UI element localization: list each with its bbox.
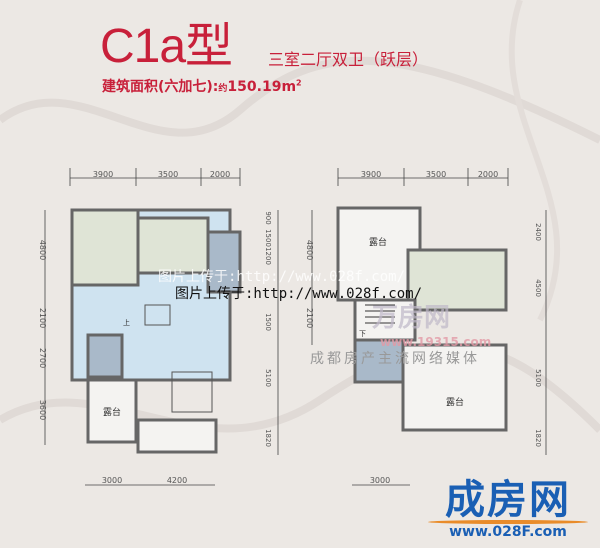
dim-bottom-1: 3000 bbox=[370, 476, 390, 485]
dim-top-1: 3900 bbox=[93, 170, 113, 179]
dim-top-3: 2000 bbox=[478, 170, 498, 179]
dim-right-2: 4500 bbox=[534, 279, 542, 297]
dim-right-3: 1200 bbox=[264, 247, 272, 265]
logo-url: www.028F.com bbox=[449, 524, 567, 540]
dim-bottom-1: 3000 bbox=[102, 476, 122, 485]
watermark-upload-shadow: 图片上传于:http://www.028f.com/ bbox=[158, 269, 406, 285]
bathroom bbox=[86, 333, 124, 379]
stair-down-label: 下 bbox=[359, 330, 366, 338]
area-value: 150.19m bbox=[227, 79, 297, 95]
logo-arc bbox=[428, 520, 588, 524]
terrace-label: 露台 bbox=[103, 406, 121, 418]
area-unit: 2 bbox=[296, 78, 302, 88]
dim-top-3: 2000 bbox=[210, 170, 230, 179]
building-area: 建筑面积(六加七):约150.19m2 bbox=[102, 76, 302, 96]
dim-left-2: 2100 bbox=[38, 308, 47, 328]
dim-right-4: 1820 bbox=[534, 429, 542, 447]
dining-table bbox=[144, 304, 171, 326]
dim-right-4: 1500 bbox=[264, 313, 272, 331]
dim-right-1: 900 bbox=[264, 211, 272, 224]
model-title: C1a型 bbox=[100, 20, 233, 73]
site-logo: 成房网 www.028F.com bbox=[418, 478, 598, 544]
dim-right-2: 1500 bbox=[264, 229, 272, 247]
watermark-brand: 万房网 bbox=[372, 303, 451, 333]
dim-left-2: 2100 bbox=[305, 308, 314, 328]
area-label: 建筑面积(六加七): bbox=[102, 79, 219, 95]
dim-left-1: 4800 bbox=[38, 240, 47, 260]
terrace bbox=[86, 378, 138, 444]
dim-top-2: 3500 bbox=[158, 170, 178, 179]
dim-left-3: 2700 bbox=[38, 348, 47, 368]
bedroom-2 bbox=[136, 216, 210, 275]
kitchen bbox=[206, 230, 242, 294]
dim-right-3: 5100 bbox=[534, 369, 542, 387]
layout-description: 三室二厅双卫（跃层） bbox=[268, 50, 429, 69]
dim-right-6: 1820 bbox=[264, 429, 272, 447]
dim-bottom-2: 4200 bbox=[167, 476, 187, 485]
stair-up-label: 上 bbox=[123, 318, 130, 327]
watermark-url: www.19315.com bbox=[380, 335, 492, 349]
dim-top-1: 3900 bbox=[361, 170, 381, 179]
balcony bbox=[136, 418, 218, 454]
dim-left-1: 4800 bbox=[305, 240, 314, 260]
area-approx: 约 bbox=[218, 84, 228, 94]
dim-top-2: 3500 bbox=[426, 170, 446, 179]
terrace-bottom bbox=[401, 343, 508, 432]
terrace-bottom-label: 露台 bbox=[446, 396, 464, 408]
dim-right-5: 5100 bbox=[264, 369, 272, 387]
staircase bbox=[365, 304, 395, 324]
master-bedroom bbox=[406, 248, 508, 312]
terrace-top-label: 露台 bbox=[369, 236, 387, 248]
logo-name: 成房网 bbox=[445, 477, 571, 523]
watermark-media: 成都房产主流网络媒体 bbox=[310, 351, 480, 367]
dim-right-1: 2400 bbox=[534, 223, 542, 241]
sofa-set bbox=[171, 371, 213, 413]
watermark-upload: 图片上传于:http://www.028f.com/ bbox=[175, 286, 423, 302]
dim-left-4: 3600 bbox=[38, 400, 47, 420]
